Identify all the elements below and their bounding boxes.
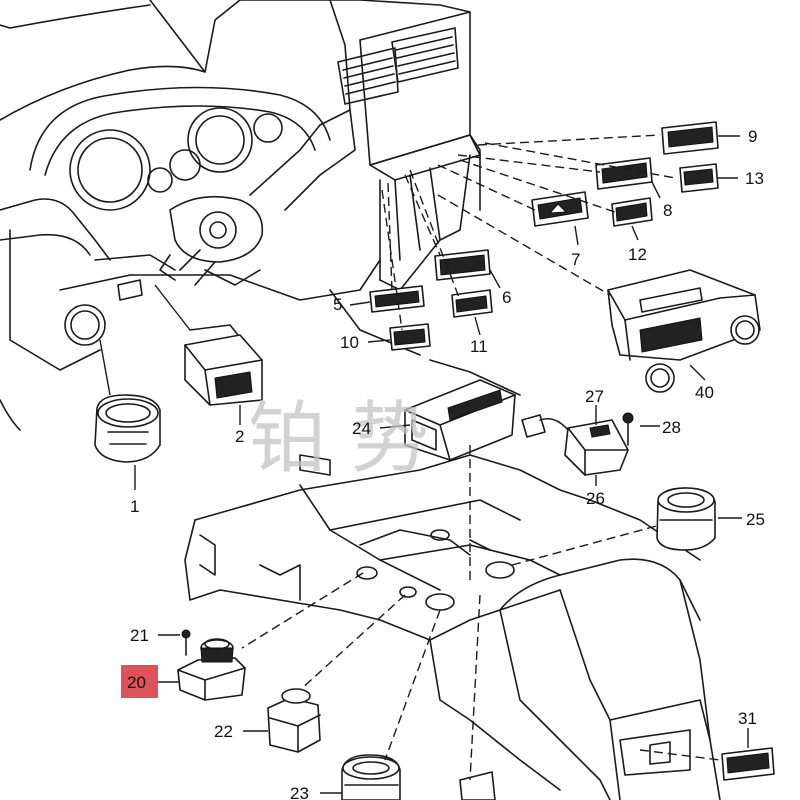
switch-part-12: [611, 197, 653, 227]
knob-switch-part-20: [177, 638, 246, 701]
switch-part-8: [595, 157, 653, 190]
callout-2[interactable]: 2: [235, 427, 244, 446]
callout-6[interactable]: 6: [502, 288, 511, 307]
center-console-artwork: [184, 454, 721, 800]
switch-part-6: [434, 249, 491, 281]
callout-22[interactable]: 22: [214, 722, 233, 741]
component-artwork: [94, 121, 775, 800]
callout-10[interactable]: 10: [340, 333, 359, 352]
callout-labels: 1 2 5 6 7 8 9 10 11 12 13 20 21 22 23 24…: [127, 127, 765, 800]
callout-31[interactable]: 31: [738, 709, 757, 728]
callout-28[interactable]: 28: [662, 418, 681, 437]
switch-module-part-2: [184, 324, 263, 406]
callout-5[interactable]: 5: [333, 295, 342, 314]
switch-part-5: [369, 285, 425, 313]
switch-part-22: [267, 688, 321, 753]
callout-26[interactable]: 26: [586, 489, 605, 508]
callout-11[interactable]: 11: [470, 337, 488, 356]
callout-1[interactable]: 1: [130, 497, 139, 516]
switch-panel-part-24: [404, 379, 516, 461]
callout-20[interactable]: 20: [127, 673, 146, 692]
callout-21[interactable]: 21: [130, 626, 149, 645]
callout-9[interactable]: 9: [748, 127, 757, 146]
switch-part-31: [721, 747, 775, 781]
screw-part-28: [622, 412, 634, 446]
switch-part-7: [531, 191, 589, 227]
callout-27[interactable]: 27: [585, 387, 604, 406]
callout-23[interactable]: 23: [290, 784, 309, 800]
callout-40[interactable]: 40: [695, 383, 714, 402]
callout-25[interactable]: 25: [746, 510, 765, 529]
switch-part-10: [389, 323, 431, 351]
module-part-26: [521, 414, 629, 476]
highlight-box-20: [121, 665, 158, 698]
round-switch-part-23: [341, 754, 401, 800]
screw-part-21: [181, 629, 191, 656]
callout-8[interactable]: 8: [663, 201, 672, 220]
callout-13[interactable]: 13: [745, 169, 764, 188]
switch-part-13: [679, 163, 719, 193]
callout-24[interactable]: 24: [352, 419, 371, 438]
switch-part-11: [451, 289, 493, 318]
light-switch-part-1: [94, 394, 161, 463]
leader-lines: [99, 134, 749, 794]
callout-7[interactable]: 7: [571, 250, 580, 269]
round-switch-part-25: [656, 487, 716, 551]
callout-12[interactable]: 12: [628, 245, 647, 264]
climate-control-part-40: [607, 269, 761, 393]
watermark-text: 铂 势: [248, 394, 429, 484]
switch-part-9: [661, 121, 719, 155]
